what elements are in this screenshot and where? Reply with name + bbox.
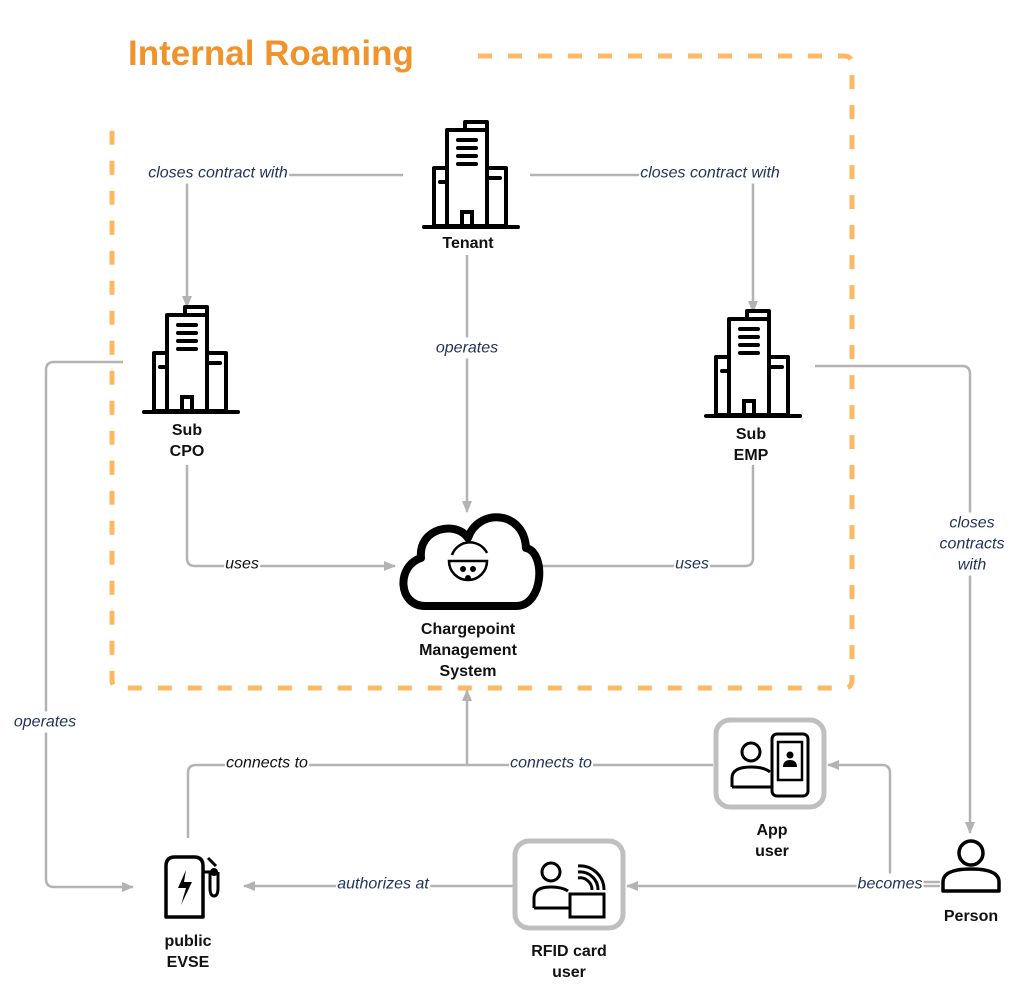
person-label: Person bbox=[943, 908, 999, 925]
edge-label-cpo-cms: uses bbox=[224, 553, 260, 575]
edge-person-app bbox=[827, 760, 940, 884]
tenant-building-icon bbox=[422, 120, 520, 229]
person-icon bbox=[941, 839, 1001, 893]
charging-station-icon bbox=[164, 855, 220, 919]
person-phone-icon bbox=[713, 717, 827, 810]
cms-label: Chargepoint Management System bbox=[419, 621, 517, 680]
edge-label-tenant-emp: closes contract with bbox=[639, 162, 781, 184]
sub-emp-label: Sub EMP bbox=[733, 426, 769, 464]
edge-evse-cms bbox=[186, 689, 472, 838]
tenant-label: Tenant bbox=[442, 235, 494, 252]
diagram-title: Internal Roaming bbox=[128, 34, 414, 73]
edge-label-rfid-evse: authorizes at bbox=[336, 873, 430, 895]
evse-label: public EVSE bbox=[164, 933, 212, 971]
cloud-socket-icon bbox=[399, 513, 544, 610]
edge-emp-cms bbox=[535, 465, 755, 568]
edge-label-emp-person: closes contracts with bbox=[938, 512, 1006, 576]
edge-cpo-cms bbox=[185, 465, 396, 571]
edge-cpo-evse bbox=[44, 360, 134, 892]
edge-tenant-cpo bbox=[182, 173, 403, 308]
edge-label-evse-cms: connects to bbox=[225, 752, 309, 774]
person-rfid-card-icon bbox=[512, 838, 626, 931]
edge-label-cpo-evse: operates bbox=[12, 711, 78, 733]
sub-cpo-building-icon bbox=[142, 305, 240, 414]
app-user-label: App user bbox=[755, 822, 789, 860]
edge-label-tenant-cpo: closes contract with bbox=[147, 162, 289, 184]
edge-label-app-cms: connects to bbox=[509, 752, 593, 774]
edge-emp-person bbox=[815, 364, 975, 834]
edge-label-tenant-cms: operates bbox=[434, 337, 500, 359]
edge-label-person-users: becomes bbox=[856, 873, 924, 895]
internal-roaming-boundary bbox=[109, 53, 855, 691]
edge-label-emp-cms: uses bbox=[674, 553, 710, 575]
rfid-user-label: RFID card user bbox=[531, 943, 607, 981]
edge-tenant-emp bbox=[530, 173, 758, 313]
sub-emp-building-icon bbox=[704, 309, 802, 418]
sub-cpo-label: Sub CPO bbox=[169, 422, 205, 460]
